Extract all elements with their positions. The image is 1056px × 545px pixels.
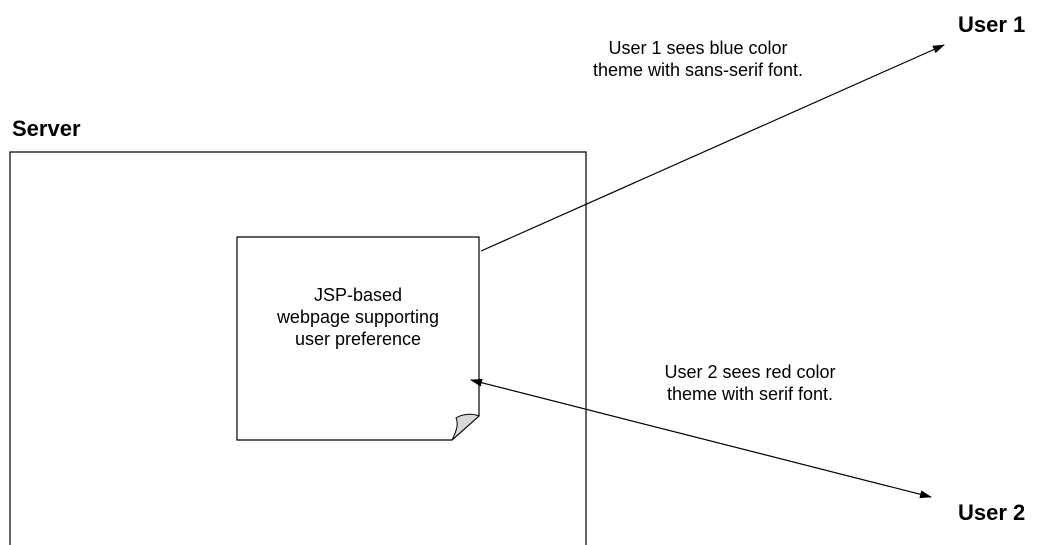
user-2-label: User 2	[958, 500, 1026, 525]
user-1-caption-line-2: theme with sans-serif font.	[592, 60, 804, 80]
jsp-page-text: JSP-based webpage supporting user prefer…	[237, 284, 479, 350]
user-1-caption-line-1: User 1 sees blue color	[608, 38, 788, 58]
user-2-caption-line-2: theme with serif font.	[666, 384, 834, 404]
page-text-line-2: webpage supporting	[276, 307, 440, 327]
user-1-label: User 1	[958, 12, 1026, 37]
server-label: Server	[12, 116, 81, 141]
user-2-caption-line-1: User 2 sees red color	[664, 362, 836, 382]
user-2-caption: User 2 sees red color theme with serif f…	[620, 361, 880, 405]
server-box	[9, 151, 587, 545]
page-text-line-1: JSP-based	[313, 285, 403, 305]
arrow-to-user-2	[470, 378, 932, 499]
arrow-to-user-1	[480, 44, 945, 252]
page-text-line-3: user preference	[294, 329, 422, 349]
user-1-caption: User 1 sees blue color theme with sans-s…	[548, 37, 848, 81]
